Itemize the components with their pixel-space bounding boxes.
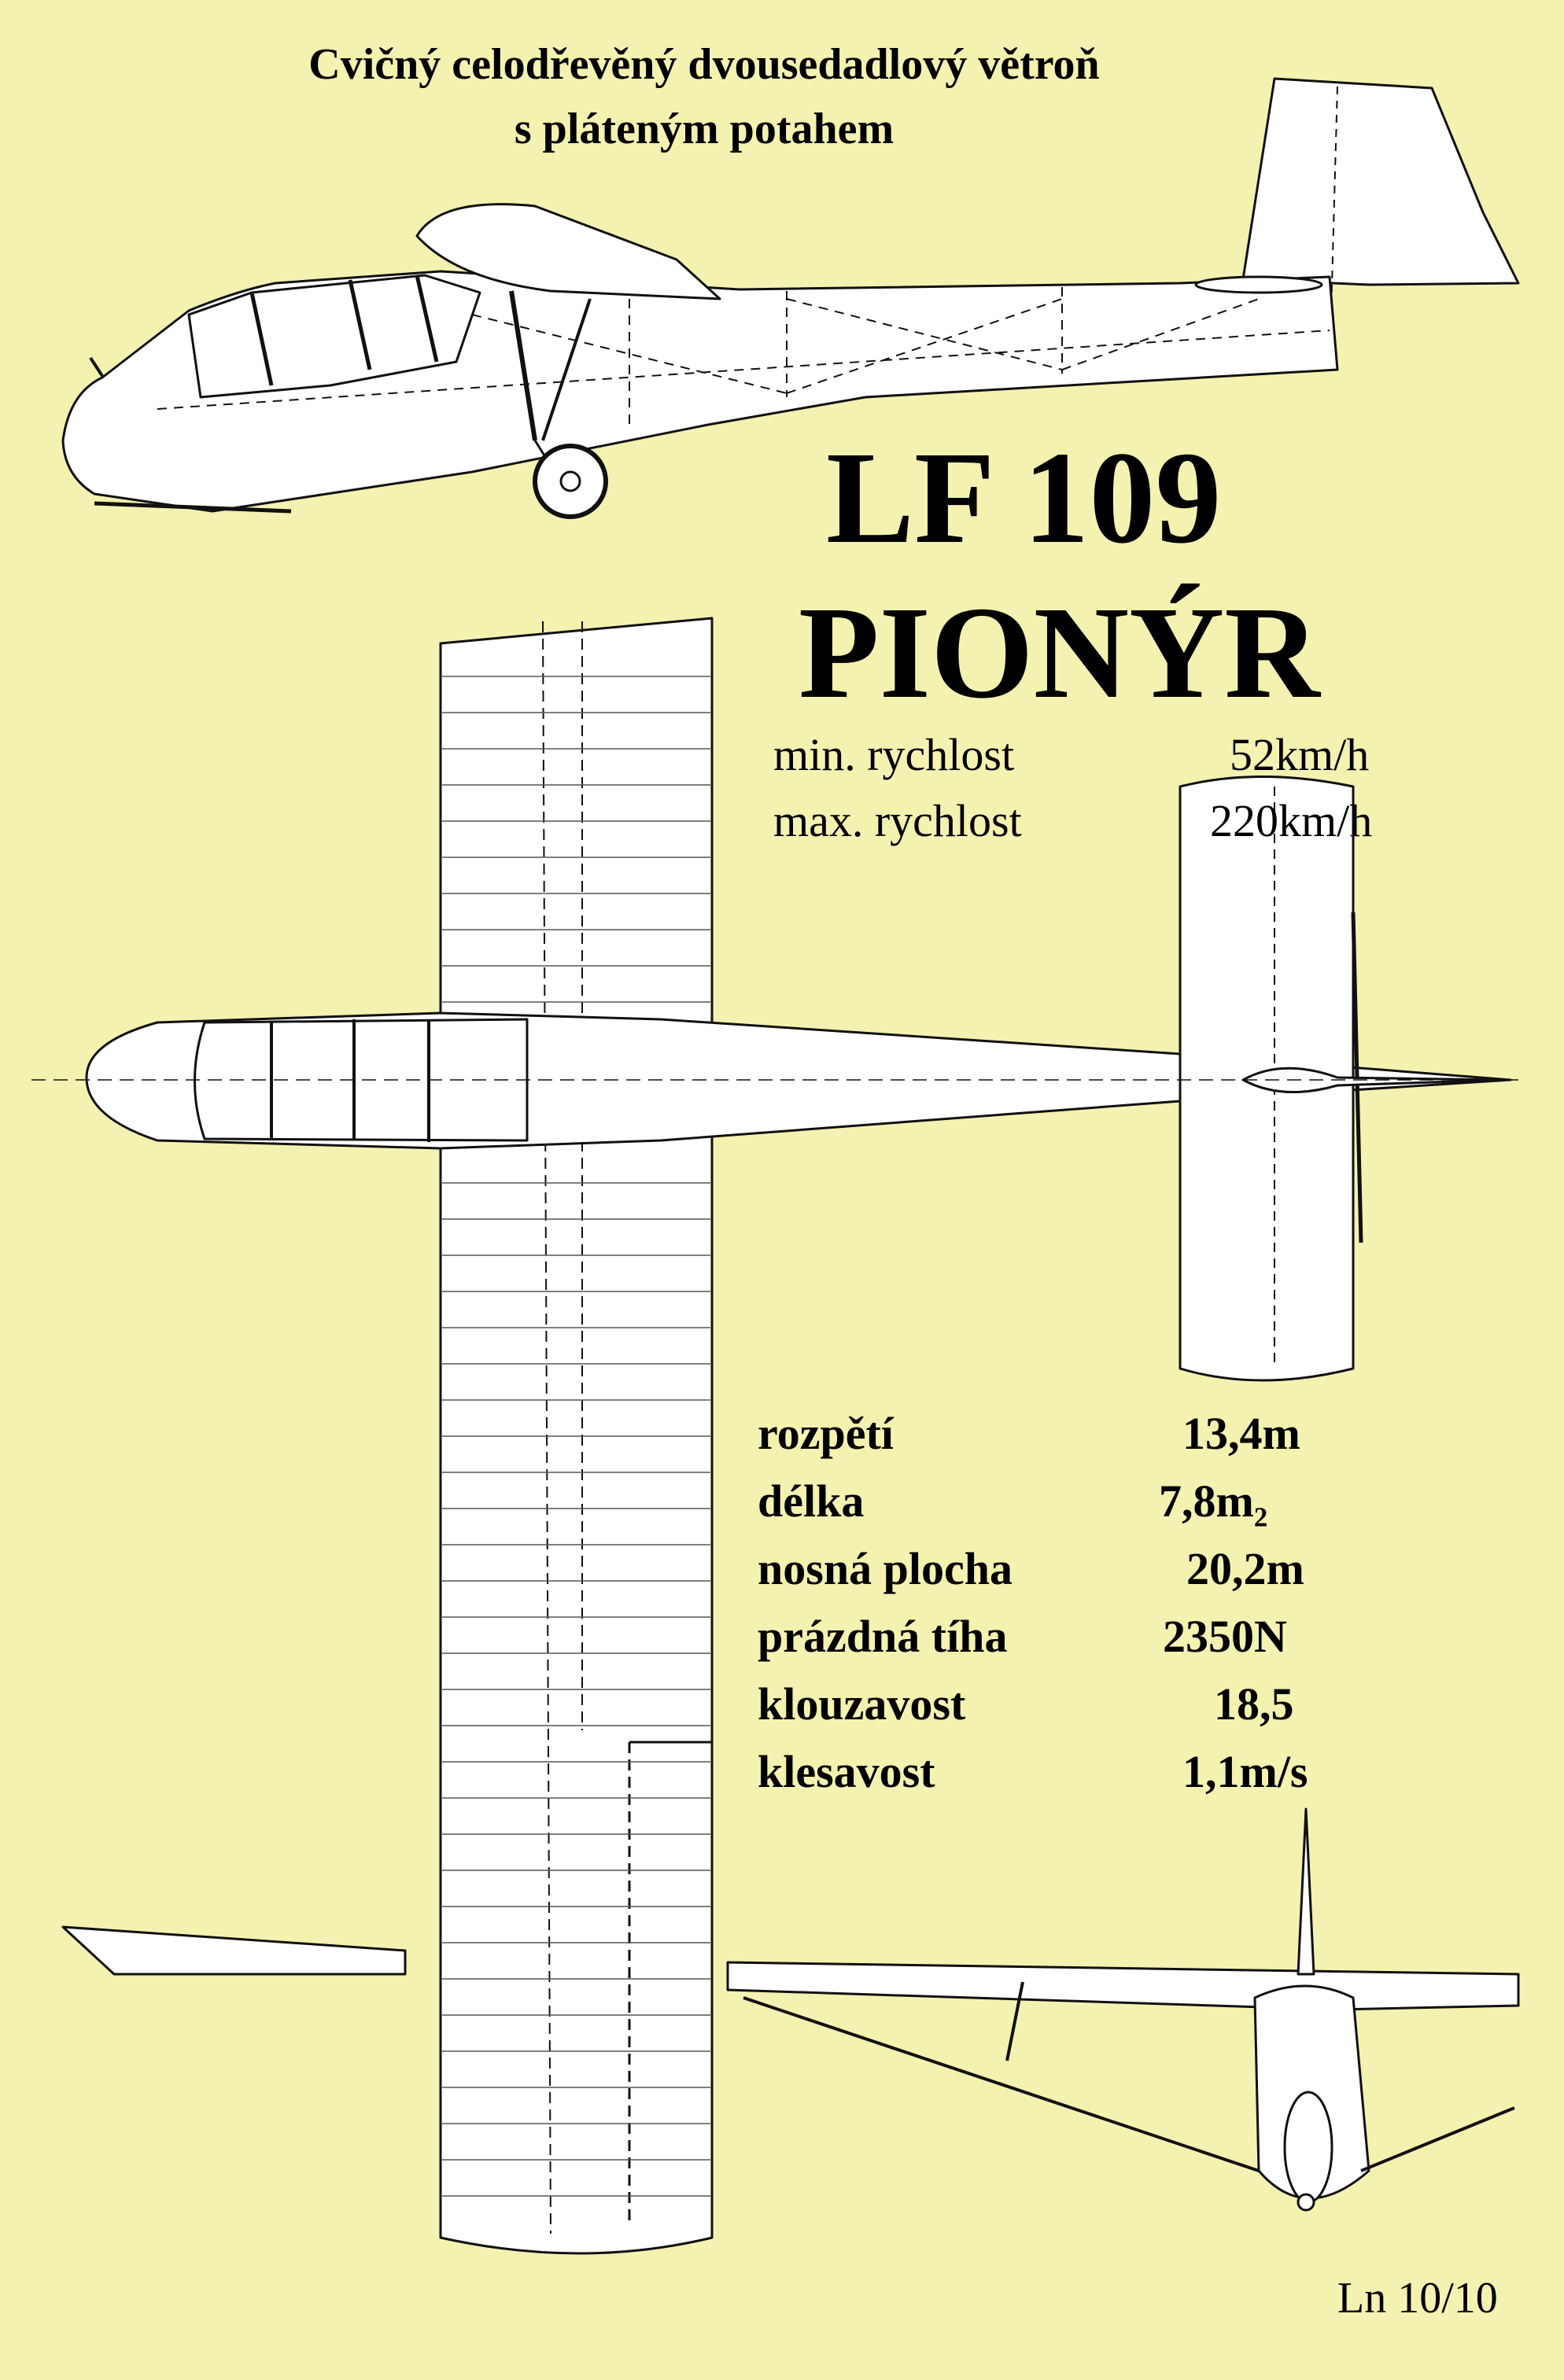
front-view	[61, 1807, 1520, 2212]
spec-label: klesavost	[758, 1746, 935, 1797]
spec-value: 1,1m/s	[1182, 1746, 1308, 1797]
name-title: PIONÝR	[799, 580, 1320, 726]
side-view	[61, 77, 1520, 519]
spec-row: prázdná tíha 2350N	[758, 1603, 1403, 1671]
spec-value: 2350N	[1163, 1611, 1287, 1662]
spec-row: klesavost 1,1m/s	[758, 1738, 1403, 1806]
spec-row: délka 7,8m2	[758, 1468, 1403, 1535]
subtitle-line-1: Cvičný celodřevěný dvousedadlový větroň	[308, 40, 1100, 89]
speed-label: max. rychlost	[773, 795, 1022, 846]
speed-row-max: max. rychlost 220km/h	[773, 788, 1466, 854]
spec-value: 20,2m	[1186, 1543, 1304, 1594]
spec-label: klouzavost	[758, 1678, 966, 1730]
top-view	[31, 617, 1518, 2255]
spec-row: rozpětí 13,4m	[758, 1400, 1403, 1468]
spec-table: rozpětí 13,4m délka 7,8m2 nosná plocha 2…	[758, 1400, 1403, 1806]
subtitle-line-2: s pláteným potahem	[514, 105, 895, 153]
speed-row-min: min. rychlost 52km/h	[773, 722, 1466, 788]
speed-value: 52km/h	[1230, 729, 1370, 780]
spec-label: délka	[758, 1476, 865, 1527]
model-title: LF 109	[826, 425, 1222, 571]
speed-table: min. rychlost 52km/h max. rychlost 220km…	[773, 722, 1466, 854]
sheet-reference: Ln 10/10	[1337, 2274, 1498, 2323]
spec-value: 18,5	[1214, 1678, 1294, 1730]
spec-label: nosná plocha	[758, 1543, 1013, 1594]
spec-value: 13,4m	[1182, 1408, 1300, 1459]
spec-label: prázdná tíha	[758, 1611, 1008, 1662]
spec-row: klouzavost 18,5	[758, 1671, 1403, 1738]
spec-row: nosná plocha 20,2m	[758, 1535, 1403, 1603]
spec-label: rozpětí	[758, 1408, 894, 1459]
spec-value: 7,8m2	[1159, 1476, 1268, 1533]
speed-value: 220km/h	[1210, 795, 1373, 846]
speed-label: min. rychlost	[773, 729, 1015, 780]
